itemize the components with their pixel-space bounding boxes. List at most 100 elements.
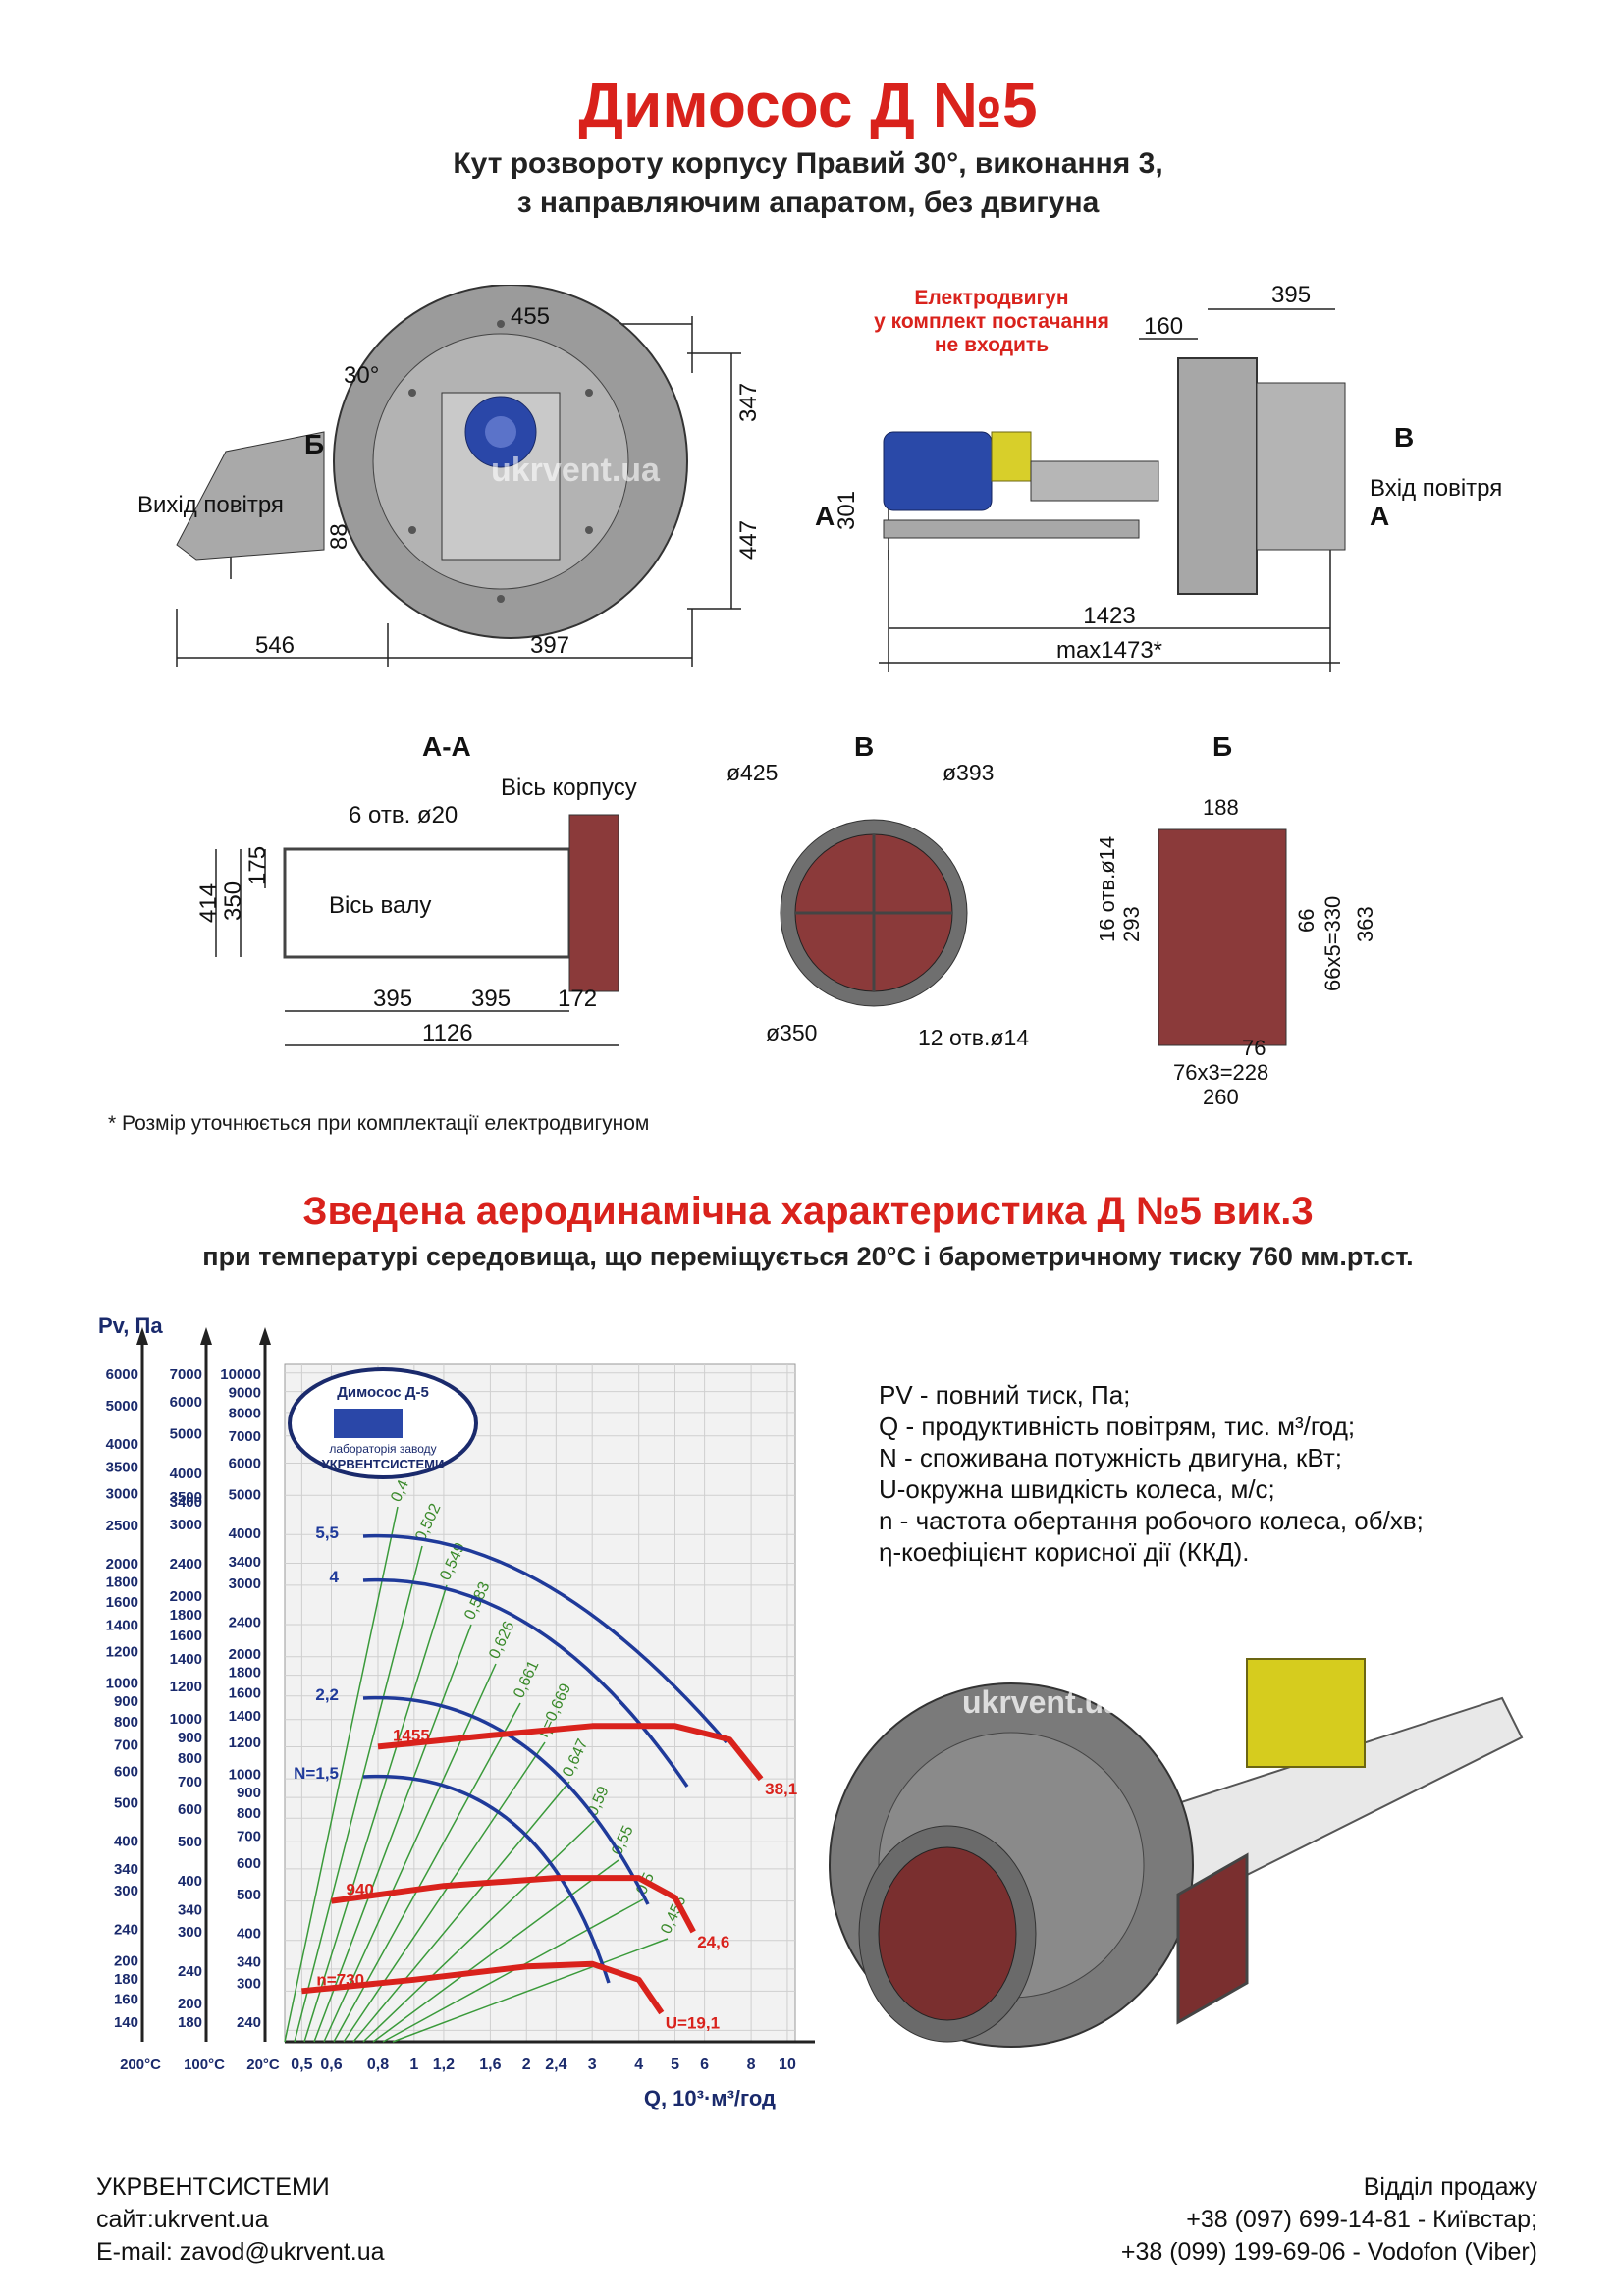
v-dim-350: ø350 (766, 1020, 817, 1045)
y-tick-label: 180 (178, 2014, 202, 2031)
b-dim-66: 66 (1294, 909, 1319, 933)
y-tick-label: 200 (178, 1996, 202, 2012)
v-dim-425: ø425 (727, 761, 778, 785)
outlet-label: Вихід повітря (137, 492, 284, 518)
inlet-label: Вхід повітря (1370, 475, 1502, 502)
y-tick-label: 4000 (170, 1466, 202, 1482)
footer-phone-2[interactable]: +38 (099) 199-69-06 - Vodofon (Viber) (1120, 2238, 1537, 2266)
y-tick-label: 3000 (106, 1486, 138, 1503)
legend-item-eta: η-коефіцієнт корисної дії (ККД). (879, 1537, 1250, 1567)
y-tick-label: 600 (114, 1763, 138, 1780)
side-dim-160: 160 (1144, 313, 1183, 340)
power-curve-label: N=1,5 (294, 1764, 339, 1783)
speed-curve-end-label: 24,6 (697, 1933, 729, 1951)
speed-curve (301, 1960, 665, 2015)
y-tick-label: 5000 (229, 1487, 261, 1504)
watermark-front: ukrvent.ua (491, 452, 661, 489)
y-tick-label: 3500 (106, 1460, 138, 1476)
y-tick-label: 3400 (229, 1554, 261, 1571)
power-curve-label: 5,5 (315, 1523, 339, 1542)
y-axis-temperature: 100°С (184, 2056, 225, 2073)
y-tick-label: 700 (237, 1829, 261, 1845)
x-tick-label: 1,6 (479, 2056, 501, 2073)
y-tick-label: 600 (178, 1801, 202, 1818)
y-tick-label: 340 (178, 1901, 202, 1918)
y-tick-label: 500 (237, 1887, 261, 1903)
page-subtitle-2: з направляючим апаратом, без двигуна (516, 187, 1100, 219)
efficiency-line (392, 1938, 669, 2043)
y-tick-label: 400 (114, 1834, 138, 1850)
y-axis-arrow-1 (200, 1327, 212, 1345)
footer-email[interactable]: E-mail: zavod@ukrvent.ua (96, 2238, 385, 2266)
aa-dim-175: 175 (244, 846, 271, 885)
efficiency-line (372, 1859, 619, 2043)
y-tick-label: 240 (237, 2014, 261, 2031)
y-tick-label: 2000 (106, 1556, 138, 1573)
page-title: Димосос Д №5 (578, 70, 1038, 140)
logo-fan-icon (334, 1409, 403, 1438)
fan-3d-render: ukrvent.ua (829, 1658, 1524, 2048)
motor-note-1: Електродвигун (914, 287, 1068, 309)
efficiency-line (323, 1663, 497, 2043)
x-tick-label: 4 (634, 2056, 643, 2073)
y-tick-label: 1400 (229, 1708, 261, 1725)
v-holes: 12 отв.ø14 (918, 1025, 1029, 1050)
footer-left: УКРВЕНТСИСТЕМИ сайт:ukrvent.ua E-mail: z… (96, 2171, 385, 2269)
aa-axis-shaft: Вісь валу (329, 892, 431, 919)
y-tick-label: 800 (178, 1750, 202, 1767)
y-tick-label: 1000 (170, 1711, 202, 1728)
y-tick-label: 340 (114, 1861, 138, 1878)
front-view-drawing: 455 30° 347 447 88 546 397 Б Вихід повіт… (137, 285, 762, 667)
y-tick-label: 700 (178, 1774, 202, 1790)
y-tick-label: 1600 (229, 1684, 261, 1701)
b-dim-76x3: 76x3=228 (1173, 1060, 1268, 1085)
y-tick-label: 1800 (106, 1574, 138, 1590)
y-tick-label: 8000 (229, 1405, 261, 1421)
aerodynamic-chart: 1401601802002403003404005006007008009001… (98, 1313, 815, 2110)
y-tick-label: 3000 (170, 1517, 202, 1533)
y-tick-label: 3500 (170, 1489, 202, 1506)
chart-title: Зведена аеродинамічна характеристика Д №… (302, 1190, 1314, 1233)
dim-88: 88 (326, 523, 352, 550)
chart-subtitle: при температурі середовища, що переміщує… (202, 1242, 1414, 1271)
y-tick-label: 2400 (229, 1615, 261, 1631)
aa-dim-395b: 395 (471, 986, 511, 1012)
y-tick-label: 10000 (220, 1366, 261, 1383)
speed-curve-label: 1455 (393, 1726, 430, 1744)
dim-455: 455 (511, 303, 550, 330)
y-tick-label: 1000 (229, 1766, 261, 1783)
y-tick-label: 1600 (170, 1628, 202, 1644)
y-tick-label: 9000 (229, 1385, 261, 1402)
speed-curve-label: 940 (346, 1881, 373, 1899)
y-tick-label: 2000 (170, 1588, 202, 1605)
y-tick-label: 4000 (229, 1525, 261, 1542)
y-tick-label: 6000 (170, 1394, 202, 1411)
legend-item-pv: PV - повний тиск, Па; (879, 1380, 1131, 1410)
logo-text-1: Димосос Д-5 (337, 1384, 429, 1401)
power-curve-label: 2,2 (315, 1685, 339, 1704)
aa-axis-body: Вісь корпусу (501, 775, 637, 801)
x-tick-label: 2 (522, 2056, 531, 2073)
footer-phone-1[interactable]: +38 (097) 699-14-81 - Київстар; (1186, 2206, 1537, 2233)
x-tick-label: 0,6 (320, 2056, 342, 2073)
y-tick-label: 600 (237, 1855, 261, 1872)
y-tick-label: 5000 (170, 1426, 202, 1443)
speed-curve-end-label: U=19,1 (666, 2014, 720, 2033)
aa-dim-172: 172 (558, 986, 597, 1012)
y-tick-label: 800 (114, 1714, 138, 1731)
power-curve (362, 1533, 728, 1744)
y-tick-label: 300 (114, 1883, 138, 1899)
x-tick-label: 3 (588, 2056, 597, 2073)
footer-sales: Відділ продажу (1363, 2173, 1537, 2201)
y-tick-label: 1400 (170, 1651, 202, 1668)
legend-item-rpm: n - частота обертання робочого колеса, о… (879, 1506, 1424, 1535)
x-tick-label: 5 (671, 2056, 679, 2073)
footer-site[interactable]: сайт:ukrvent.ua (96, 2206, 269, 2233)
efficiency-line (294, 1545, 423, 2043)
section-v-drawing: ø425 ø393 ø350 12 отв.ø14 (727, 761, 1029, 1050)
y-tick-label: 6000 (106, 1366, 138, 1383)
page-subtitle-1: Кут розвороту корпусу Правий 30°, викона… (453, 147, 1163, 180)
dim-397: 397 (530, 632, 569, 659)
y-tick-label: 500 (114, 1794, 138, 1811)
y-tick-label: 7000 (170, 1366, 202, 1383)
